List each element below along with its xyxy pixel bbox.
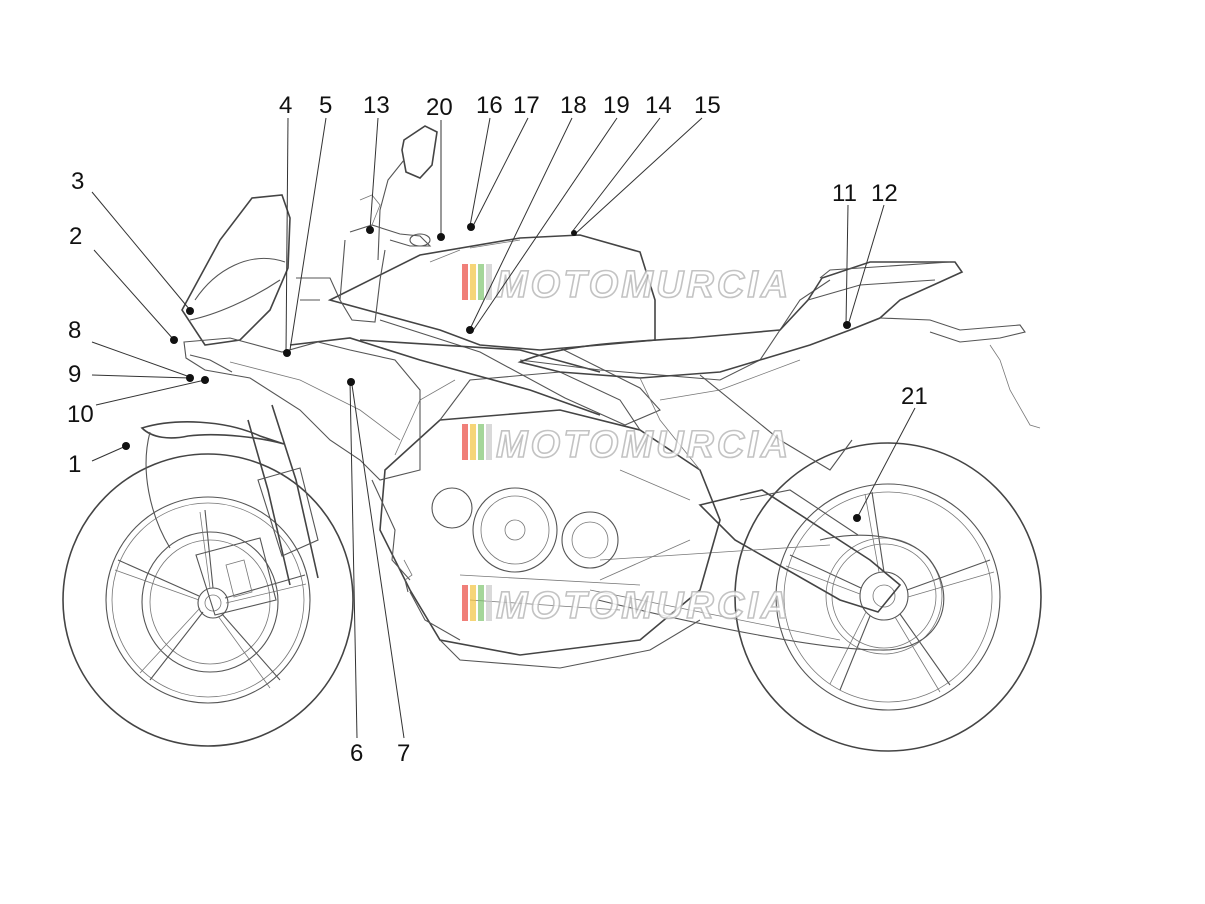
leader-15	[574, 117, 703, 235]
leader-8	[91, 341, 191, 378]
dot-18-19	[466, 326, 474, 334]
motorcycle-drawing	[62, 125, 1042, 752]
leader-10	[95, 379, 206, 406]
front-fender	[140, 421, 285, 549]
watermark: MOTOMURCIA	[462, 584, 791, 628]
callout-label-18: 18	[560, 92, 587, 119]
watermark: MOTOMURCIA	[462, 263, 791, 307]
leader-13	[369, 117, 379, 231]
callout-label-11: 11	[832, 180, 857, 207]
leader-18	[469, 117, 573, 330]
callout-label-2: 2	[69, 223, 82, 250]
dot-3	[186, 307, 194, 315]
dot-6-7	[347, 378, 355, 386]
dot-8-9	[186, 374, 194, 382]
callout-label-5: 5	[319, 92, 332, 119]
leader-11	[845, 204, 849, 326]
watermark-stripes-icon	[462, 424, 492, 460]
front-fairing	[181, 194, 421, 481]
leader-2	[93, 249, 175, 341]
callout-label-15: 15	[694, 92, 721, 119]
dot-4-5	[283, 349, 291, 357]
leader-7	[351, 384, 405, 739]
watermark-stripes-icon	[462, 585, 492, 621]
watermark-text: MOTOMURCIA	[496, 585, 791, 627]
dot-1	[122, 442, 130, 450]
dot-21	[853, 514, 861, 522]
dot-20	[437, 233, 445, 241]
leader-12	[848, 204, 885, 323]
leader-9	[91, 374, 191, 379]
callout-label-10: 10	[67, 401, 94, 428]
dot-13	[366, 226, 374, 234]
callout-label-12: 12	[871, 180, 898, 207]
dot-10	[201, 376, 209, 384]
callout-label-20: 20	[426, 94, 453, 121]
watermark-group: MOTOMURCIA MOTOMURCIA MOTOMURCIA	[462, 263, 791, 628]
swingarm	[589, 489, 945, 651]
dot-2	[170, 336, 178, 344]
callout-labels: 1 2 3 4 5 6 7 8 9 10 11 12 13 14 15 16 1…	[67, 92, 928, 767]
leader-5	[289, 117, 327, 351]
callout-leaders	[91, 117, 916, 739]
callout-label-3: 3	[71, 168, 84, 195]
callout-label-14: 14	[645, 92, 672, 119]
front-wheel	[62, 453, 354, 747]
leader-6	[349, 380, 358, 739]
callout-label-8: 8	[68, 317, 81, 344]
cockpit	[296, 125, 438, 323]
callout-label-6: 6	[350, 740, 363, 767]
lower-engine	[403, 559, 461, 641]
callout-dots	[122, 223, 861, 522]
dot-14-15	[571, 230, 577, 236]
callout-label-21: 21	[901, 383, 928, 410]
front-fork	[195, 404, 319, 616]
frame-and-tank	[289, 234, 831, 426]
leader-14	[571, 117, 661, 233]
callout-label-9: 9	[68, 361, 81, 388]
watermark-stripes-icon	[462, 264, 492, 300]
callout-label-7: 7	[397, 740, 410, 767]
callout-label-4: 4	[279, 92, 292, 119]
leader-16	[469, 117, 491, 227]
leader-3	[91, 191, 191, 311]
dot-16-17	[467, 223, 475, 231]
callout-label-1: 1	[68, 451, 81, 478]
callout-label-17: 17	[513, 92, 540, 119]
leader-1	[91, 445, 127, 462]
watermark-text: MOTOMURCIA	[496, 424, 791, 466]
callout-label-13: 13	[363, 92, 390, 119]
callout-label-19: 19	[603, 92, 630, 119]
leader-21	[856, 407, 916, 519]
callout-label-16: 16	[476, 92, 503, 119]
dot-11-12	[843, 321, 851, 329]
watermark: MOTOMURCIA	[462, 423, 791, 467]
watermark-text: MOTOMURCIA	[496, 264, 791, 306]
leader-19	[471, 117, 618, 333]
leader-4	[285, 117, 289, 354]
leader-17	[471, 117, 529, 229]
